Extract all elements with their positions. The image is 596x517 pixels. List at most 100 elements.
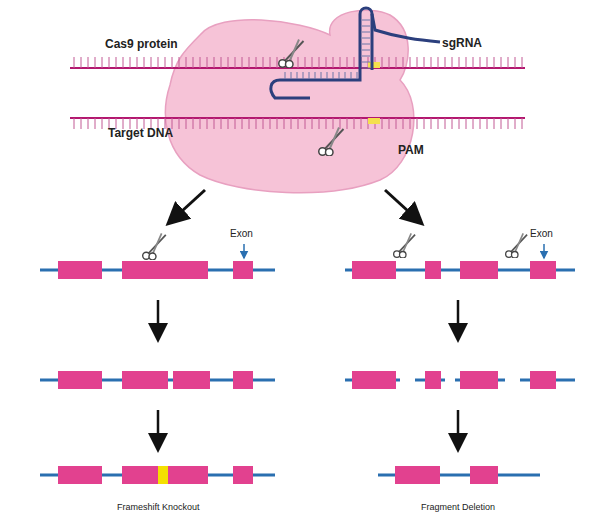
sgrna-tick: [345, 72, 346, 79]
base-tick: [74, 57, 75, 68]
sgrna-tick: [362, 20, 370, 21]
base-tick: [235, 118, 236, 129]
flow-arrow: [457, 300, 460, 338]
base-tick: [256, 57, 257, 68]
sgrna-tick: [303, 72, 304, 79]
base-tick: [277, 118, 278, 129]
base-tick: [445, 118, 446, 129]
base-tick: [263, 57, 264, 68]
base-tick: [333, 118, 334, 129]
base-tick: [109, 57, 110, 68]
exon-pointer: [543, 244, 545, 258]
base-tick: [270, 57, 271, 68]
pam-label: PAM: [398, 143, 424, 157]
base-tick: [459, 118, 460, 129]
base-tick: [382, 118, 383, 129]
exon-box: [58, 371, 102, 389]
base-tick: [410, 57, 411, 68]
base-tick: [354, 118, 355, 129]
base-tick: [151, 57, 152, 68]
base-tick: [417, 118, 418, 129]
base-tick: [424, 118, 425, 129]
base-tick: [165, 57, 166, 68]
base-tick: [207, 118, 208, 129]
exon-box: [58, 261, 102, 279]
base-tick: [382, 57, 383, 68]
base-tick: [186, 118, 187, 129]
exon-box: [395, 466, 440, 484]
base-tick: [81, 118, 82, 129]
sgrna-tick: [351, 72, 352, 79]
base-tick: [270, 118, 271, 129]
base-tick: [347, 118, 348, 129]
base-tick: [389, 118, 390, 129]
exon-box: [352, 371, 396, 389]
base-tick: [298, 57, 299, 68]
base-tick: [438, 57, 439, 68]
base-tick: [340, 118, 341, 129]
sgrna-tick: [362, 32, 370, 33]
exon-box: [425, 261, 441, 279]
result-caption: Frameshift Knockout: [117, 502, 200, 512]
base-tick: [228, 57, 229, 68]
base-tick: [410, 118, 411, 129]
base-tick: [431, 57, 432, 68]
exon-box: [460, 261, 498, 279]
sgrna-tick: [362, 68, 370, 69]
base-tick: [347, 57, 348, 68]
base-tick: [445, 57, 446, 68]
base-tick: [249, 57, 250, 68]
base-tick: [102, 118, 103, 129]
base-tick: [522, 118, 523, 129]
base-tick: [326, 57, 327, 68]
sgrna-label: sgRNA: [442, 36, 482, 50]
base-tick: [452, 57, 453, 68]
scissors-symbol: [319, 128, 344, 157]
base-tick: [494, 118, 495, 129]
base-tick: [242, 57, 243, 68]
sgrna-tick: [333, 72, 334, 79]
base-tick: [214, 57, 215, 68]
sgrna-line: [271, 8, 440, 98]
exon-box: [233, 261, 253, 279]
base-tick: [431, 118, 432, 129]
base-tick: [326, 118, 327, 129]
base-tick: [417, 57, 418, 68]
base-tick: [200, 57, 201, 68]
base-tick: [95, 57, 96, 68]
sgrna-tick: [362, 50, 370, 51]
base-tick: [123, 57, 124, 68]
base-tick: [389, 57, 390, 68]
base-tick: [508, 118, 509, 129]
sgrna-tick: [339, 72, 340, 79]
sgrna-tick: [362, 56, 370, 57]
base-tick: [305, 57, 306, 68]
base-tick: [158, 57, 159, 68]
cas9-protein: Cas9 protein: [160, 5, 420, 195]
pam-mark: [368, 118, 380, 124]
exon-box: [530, 261, 556, 279]
scissors-symbol: [279, 40, 304, 69]
base-tick: [501, 118, 502, 129]
base-tick: [480, 57, 481, 68]
base-tick: [508, 57, 509, 68]
base-tick: [291, 118, 292, 129]
base-tick: [284, 118, 285, 129]
blob-outline: [165, 10, 413, 193]
sgrna-tick: [327, 72, 328, 79]
base-tick: [88, 57, 89, 68]
base-tick: [473, 118, 474, 129]
exon-box: [425, 371, 441, 389]
base-tick: [137, 57, 138, 68]
scissors-symbol: [143, 233, 166, 260]
base-tick: [81, 57, 82, 68]
base-tick: [179, 57, 180, 68]
base-tick: [487, 118, 488, 129]
base-tick: [221, 118, 222, 129]
exon-label: Exon: [230, 228, 253, 239]
sgrna-tick: [291, 72, 292, 79]
base-tick: [130, 57, 131, 68]
base-tick: [438, 118, 439, 129]
base-tick: [515, 118, 516, 129]
